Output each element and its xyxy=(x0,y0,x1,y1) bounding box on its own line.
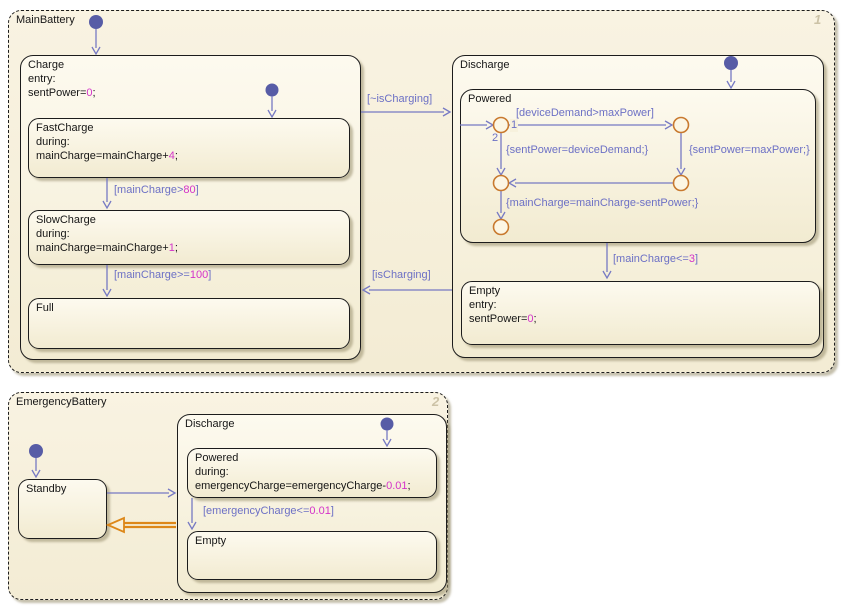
state-during-label: during: xyxy=(36,136,70,148)
state-action: sentPower=0; xyxy=(469,313,537,325)
state-powered-main[interactable]: Powered xyxy=(460,89,816,243)
state-empty-main[interactable]: Empty entry: sentPower=0; xyxy=(461,281,820,345)
state-title: Empty xyxy=(195,535,227,547)
state-title: Full xyxy=(36,302,54,314)
state-powered-emergency[interactable]: Powered during: emergencyCharge=emergenc… xyxy=(187,448,437,498)
state-title: EmergencyBattery xyxy=(16,396,107,408)
state-action: emergencyCharge=emergencyCharge-0.01; xyxy=(195,480,411,492)
state-fast-charge[interactable]: FastCharge during: mainCharge=mainCharge… xyxy=(28,118,350,178)
state-title: SlowCharge xyxy=(36,214,96,226)
state-title: Powered xyxy=(468,93,512,105)
state-entry-label: entry: xyxy=(28,73,56,85)
state-entry-label: entry: xyxy=(469,299,497,311)
state-title: Standby xyxy=(26,483,67,495)
state-slow-charge[interactable]: SlowCharge during: mainCharge=mainCharge… xyxy=(28,210,350,265)
state-during-label: during: xyxy=(195,466,229,478)
state-title: MainBattery xyxy=(16,14,75,26)
state-title: Powered xyxy=(195,452,239,464)
state-action: mainCharge=mainCharge+4; xyxy=(36,150,178,162)
state-standby[interactable]: Standby xyxy=(18,479,107,539)
state-during-label: during: xyxy=(36,228,70,240)
state-title: Charge xyxy=(28,59,65,71)
state-action: sentPower=0; xyxy=(28,87,96,99)
state-title: Discharge xyxy=(185,418,235,430)
state-empty-emergency[interactable]: Empty xyxy=(187,531,437,580)
state-action: mainCharge=mainCharge+1; xyxy=(36,242,178,254)
state-full[interactable]: Full xyxy=(28,298,350,349)
state-title: FastCharge xyxy=(36,122,94,134)
state-title: Empty xyxy=(469,285,501,297)
state-title: Discharge xyxy=(460,59,510,71)
